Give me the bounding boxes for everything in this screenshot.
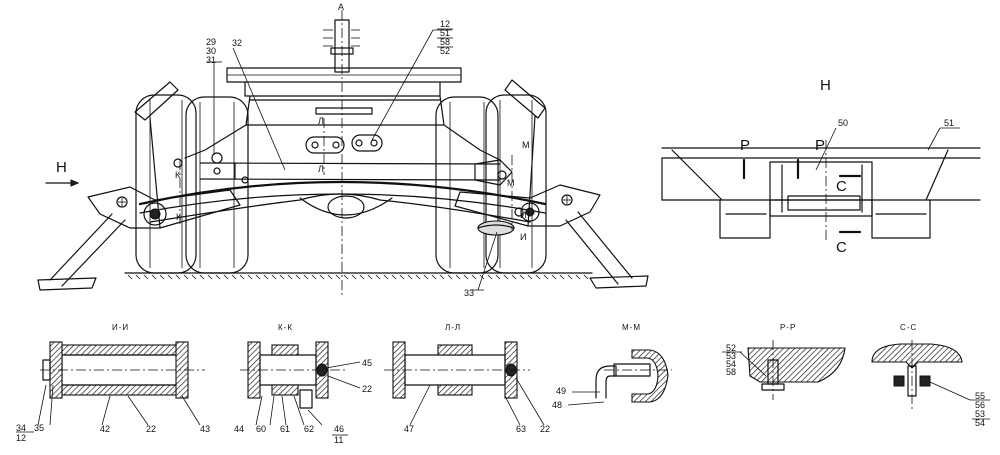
label-35: 35 <box>34 423 44 433</box>
label-54: 54 <box>726 359 736 369</box>
label-61: 61 <box>280 424 290 434</box>
section-mark-c-top: С <box>836 178 847 195</box>
callout-32: 32 <box>232 38 242 48</box>
section-ll-title: Л-Л <box>445 323 461 332</box>
center-bracket <box>305 134 383 154</box>
section-cc-title: С-С <box>900 323 917 332</box>
label-22-ll: 22 <box>540 424 550 434</box>
label-54-cc: 54 <box>975 418 985 428</box>
section-cc-labels: 55 56 53 54 <box>972 391 990 428</box>
cut-mark-k-top: К <box>175 170 181 180</box>
view-h-arrow: Н <box>45 159 80 187</box>
callout-31: 31 <box>206 55 216 65</box>
section-ii-labels: 34 35 12 42 22 43 <box>16 423 210 443</box>
label-12: 12 <box>16 433 26 443</box>
label-62: 62 <box>304 424 314 434</box>
label-11: 11 <box>334 435 343 445</box>
frame-body <box>184 67 501 161</box>
left-tire <box>135 94 249 274</box>
label-55: 55 <box>975 391 985 401</box>
label-48: 48 <box>552 400 562 410</box>
label-52: 52 <box>726 343 736 353</box>
label-44: 44 <box>234 424 244 434</box>
right-outrigger <box>454 79 649 289</box>
view-h-title: Н <box>820 77 831 94</box>
leaf-spring <box>138 180 547 223</box>
label-22-kk: 22 <box>362 384 372 394</box>
section-ii-title: И-И <box>112 323 129 332</box>
central-column <box>323 19 360 73</box>
left-pivot <box>116 152 223 226</box>
label-49: 49 <box>556 386 566 396</box>
section-kk: К-К <box>240 323 361 436</box>
cut-mark-i-bottom: И <box>520 232 526 242</box>
label-22: 22 <box>146 424 156 434</box>
callout-30: 30 <box>206 46 216 56</box>
callout-33: 33 <box>464 288 474 298</box>
section-cc: С-С <box>871 323 990 412</box>
callout-58: 58 <box>440 37 450 47</box>
section-ii: И-И <box>16 323 205 433</box>
label-47: 47 <box>404 424 414 434</box>
callout-52: 52 <box>440 46 450 56</box>
section-mark-c-bottom: С <box>836 239 847 256</box>
cut-mark-m-bottom: М <box>507 178 515 188</box>
cut-mark-i-top: И <box>520 210 526 220</box>
section-kk-title: К-К <box>278 323 293 332</box>
section-label-a: А <box>338 2 344 12</box>
section-mark-p-right: Р <box>815 137 825 154</box>
label-58: 58 <box>726 367 736 377</box>
section-mm-labels: 49 48 <box>552 386 566 410</box>
section-pp: Р-Р <box>722 323 846 400</box>
section-mm-title: М-М <box>622 323 641 332</box>
left-outrigger <box>37 81 241 291</box>
callout-51: 51 <box>440 28 450 38</box>
callout-50: 50 <box>838 118 848 128</box>
label-46: 46 <box>334 424 344 434</box>
label-53-cc: 53 <box>975 409 985 419</box>
ground-line <box>124 272 593 280</box>
leader-lines <box>207 29 498 291</box>
callout-12: 12 <box>440 19 450 29</box>
section-ll-labels: 47 63 22 <box>404 424 550 434</box>
cut-mark-l-mid: Л <box>318 164 324 174</box>
label-42: 42 <box>100 424 110 434</box>
tie-rod <box>199 159 513 186</box>
callout-29: 29 <box>206 37 216 47</box>
cut-mark-k-bottom: К <box>176 212 182 222</box>
view-h: Н Р Р С С 50 51 <box>661 77 981 256</box>
callout-51-view-h: 51 <box>944 118 954 128</box>
label-60: 60 <box>256 424 266 434</box>
lower-damper <box>477 220 515 236</box>
section-pp-labels: 52 53 54 58 <box>726 343 736 377</box>
section-kk-labels: 45 22 44 60 61 62 46 11 <box>234 358 372 445</box>
section-mark-p-left: Р <box>740 137 750 154</box>
cut-mark-l-top: Л <box>318 116 324 126</box>
label-63: 63 <box>516 424 526 434</box>
label-53: 53 <box>726 351 736 361</box>
label-34: 34 <box>16 423 26 433</box>
label-43: 43 <box>200 424 210 434</box>
main-view: Н А 29 30 31 32 12 51 58 52 33 К К Л Л М… <box>37 2 649 298</box>
right-tire <box>435 94 547 274</box>
section-pp-title: Р-Р <box>780 323 796 332</box>
arrow-h-label: Н <box>56 159 67 176</box>
cut-mark-m-top: М <box>522 140 530 150</box>
label-45: 45 <box>362 358 372 368</box>
section-mm: М-М <box>567 323 672 406</box>
label-56: 56 <box>975 400 985 410</box>
section-ll: Л-Л <box>384 323 545 426</box>
